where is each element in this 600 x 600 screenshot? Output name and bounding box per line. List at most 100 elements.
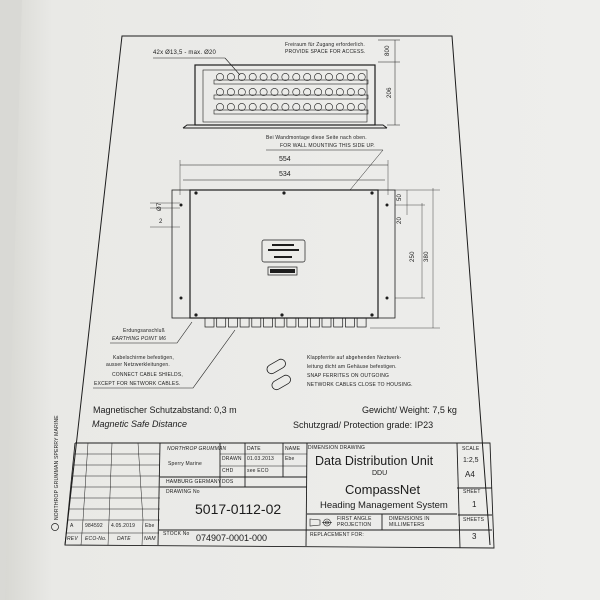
revision-column-line [137, 442, 144, 521]
drawing-frame [64, 35, 491, 546]
cable-gland-icon [357, 103, 366, 111]
cable-gland-icon [325, 103, 333, 111]
cable-entry [216, 317, 227, 328]
cable-entry [333, 317, 344, 328]
cable-gland-icon [325, 88, 333, 96]
paper-format: A4 [465, 470, 475, 479]
drawn-label: DRAWN [222, 456, 242, 462]
cable-gland-icon [292, 103, 301, 111]
drawing-number: 5017-0112-02 [195, 501, 282, 517]
cable-gland-icon [314, 103, 322, 111]
cable-gland-icon [270, 103, 279, 111]
eco-value: 984592 [85, 523, 103, 529]
cable-gland-icon [226, 88, 235, 96]
cable-entry [345, 317, 355, 328]
cable-entry [298, 317, 308, 328]
dos-label: DOS [222, 479, 234, 485]
cable-gland-icon [292, 73, 301, 81]
division-name: Sperry Marine [168, 461, 202, 467]
cable-gland-icon [248, 103, 257, 111]
cable-gland-icon [237, 73, 246, 81]
cable-gland-icon [346, 73, 355, 81]
doc-type: DIMENSION DRAWING [308, 445, 366, 451]
cable-gland-icon [357, 88, 366, 96]
dim-d7: Ø7 [157, 202, 163, 211]
sheets-label: SHEETS [463, 517, 485, 523]
cable-gland-icon [270, 73, 279, 81]
cable-entry [274, 317, 285, 328]
company-name: NORTHROP GRUMMAN [167, 446, 227, 452]
cable-gland-icon [226, 103, 235, 111]
chd-label: CHD [222, 468, 234, 474]
paper-sheet [5, 0, 600, 600]
replacement-label: REPLACEMENT FOR: [310, 532, 364, 538]
scale-value: 1:2,5 [463, 457, 479, 464]
drawing-no-label: DRAWING No [166, 489, 200, 495]
ferrite-icon [266, 358, 291, 391]
rev-name-header: NAM [144, 536, 156, 542]
date-header: DATE [247, 446, 261, 452]
cable-gland-icon [314, 88, 322, 96]
cable-gland-icon [303, 103, 312, 111]
cable-gland-icon [237, 103, 246, 111]
cable-gland-icon [216, 73, 224, 81]
ferrite-note-1: Klappferrite auf abgehenden Neztwerk- [307, 355, 402, 361]
sheet-number: 1 [472, 500, 477, 509]
wall-note-de: Bei Wandmontage diese Seite nach oben. [266, 135, 367, 141]
system-name: Heading Management System [320, 500, 448, 511]
dim-20: 20 [397, 216, 403, 224]
rev-date-value: 4.05.2019 [111, 523, 136, 529]
cable-gland-icon [292, 88, 301, 96]
dim-206: 206 [387, 87, 393, 98]
cable-gland-icon [346, 88, 355, 96]
shield-note-4: EXCEPT FOR NETWORK CABLES. [94, 381, 181, 387]
revision-column-line [108, 442, 113, 521]
cable-entry [309, 317, 320, 328]
cable-entry [321, 317, 332, 328]
cable-gland-icon [259, 73, 268, 81]
cable-gland-icon [248, 73, 257, 81]
units-line-2: MILLIMETERS [389, 522, 425, 528]
cable-gland-icon [216, 88, 224, 96]
product-name: CompassNet [345, 482, 421, 497]
cable-gland-icon [325, 73, 333, 81]
location: HAMBURG GERMANY [166, 479, 222, 485]
first-angle-projection-icon [309, 518, 332, 527]
rev-header: REV [67, 536, 78, 542]
access-note-en: PROVIDE SPACE FOR ACCESS. [285, 49, 366, 55]
cable-gland-icon [335, 73, 344, 81]
shield-note-3: CONNECT CABLE SHIELDS, [112, 372, 183, 378]
drawn-date: 01.03.2013 [247, 456, 275, 462]
dim-800: 800 [385, 45, 391, 56]
cable-entry [251, 317, 262, 328]
earthing-en: EARTHING POINT M6 [112, 336, 167, 342]
sheets-total: 3 [472, 532, 477, 541]
document-abbrev: DDU [372, 470, 388, 477]
cable-gland-icon [335, 88, 344, 96]
magnetic-distance-en: Magnetic Safe Distance [92, 419, 188, 429]
revision-column-line [82, 442, 89, 521]
cable-gland-icon [248, 88, 257, 96]
cable-gland-icon [216, 103, 224, 111]
cable-gland-icon [237, 88, 246, 96]
cable-gland-icon [303, 73, 312, 81]
dim-250: 250 [410, 251, 416, 262]
weight: Gewicht/ Weight: 7,5 kg [362, 405, 457, 415]
cable-entry [356, 317, 367, 328]
access-note-de: Freiraum für Zugang erforderlich. [285, 42, 365, 48]
shield-leader [93, 329, 236, 389]
dim-380: 380 [424, 251, 430, 262]
side-copyright-text: NORTHROP GRUMMAN SPERRY MARINE [54, 415, 60, 520]
ferrite-note-2: leitung dicht am Gehäuse befestigen. [307, 364, 397, 370]
document-title: Data Distribution Unit [315, 454, 434, 468]
ferrite-note-3: SNAP FERRITES ON OUTGOING [307, 373, 390, 379]
name-header: NAME [285, 446, 301, 452]
rev-name-value: Ebe [145, 523, 155, 529]
copyright-icon [51, 523, 59, 531]
ferrite-note-4: NETWORK CABLES CLOSE TO HOUSING. [307, 382, 413, 388]
cable-gland-icon [281, 103, 290, 111]
magnetic-distance-de: Magnetischer Schutzabstand: 0,3 m [93, 405, 237, 415]
cable-entry [239, 317, 250, 328]
wall-note-en: FOR WALL MOUNTING THIS SIDE UP. [280, 143, 375, 149]
connector-note: 42x Ø13,5 - max. Ø20 [153, 50, 217, 56]
